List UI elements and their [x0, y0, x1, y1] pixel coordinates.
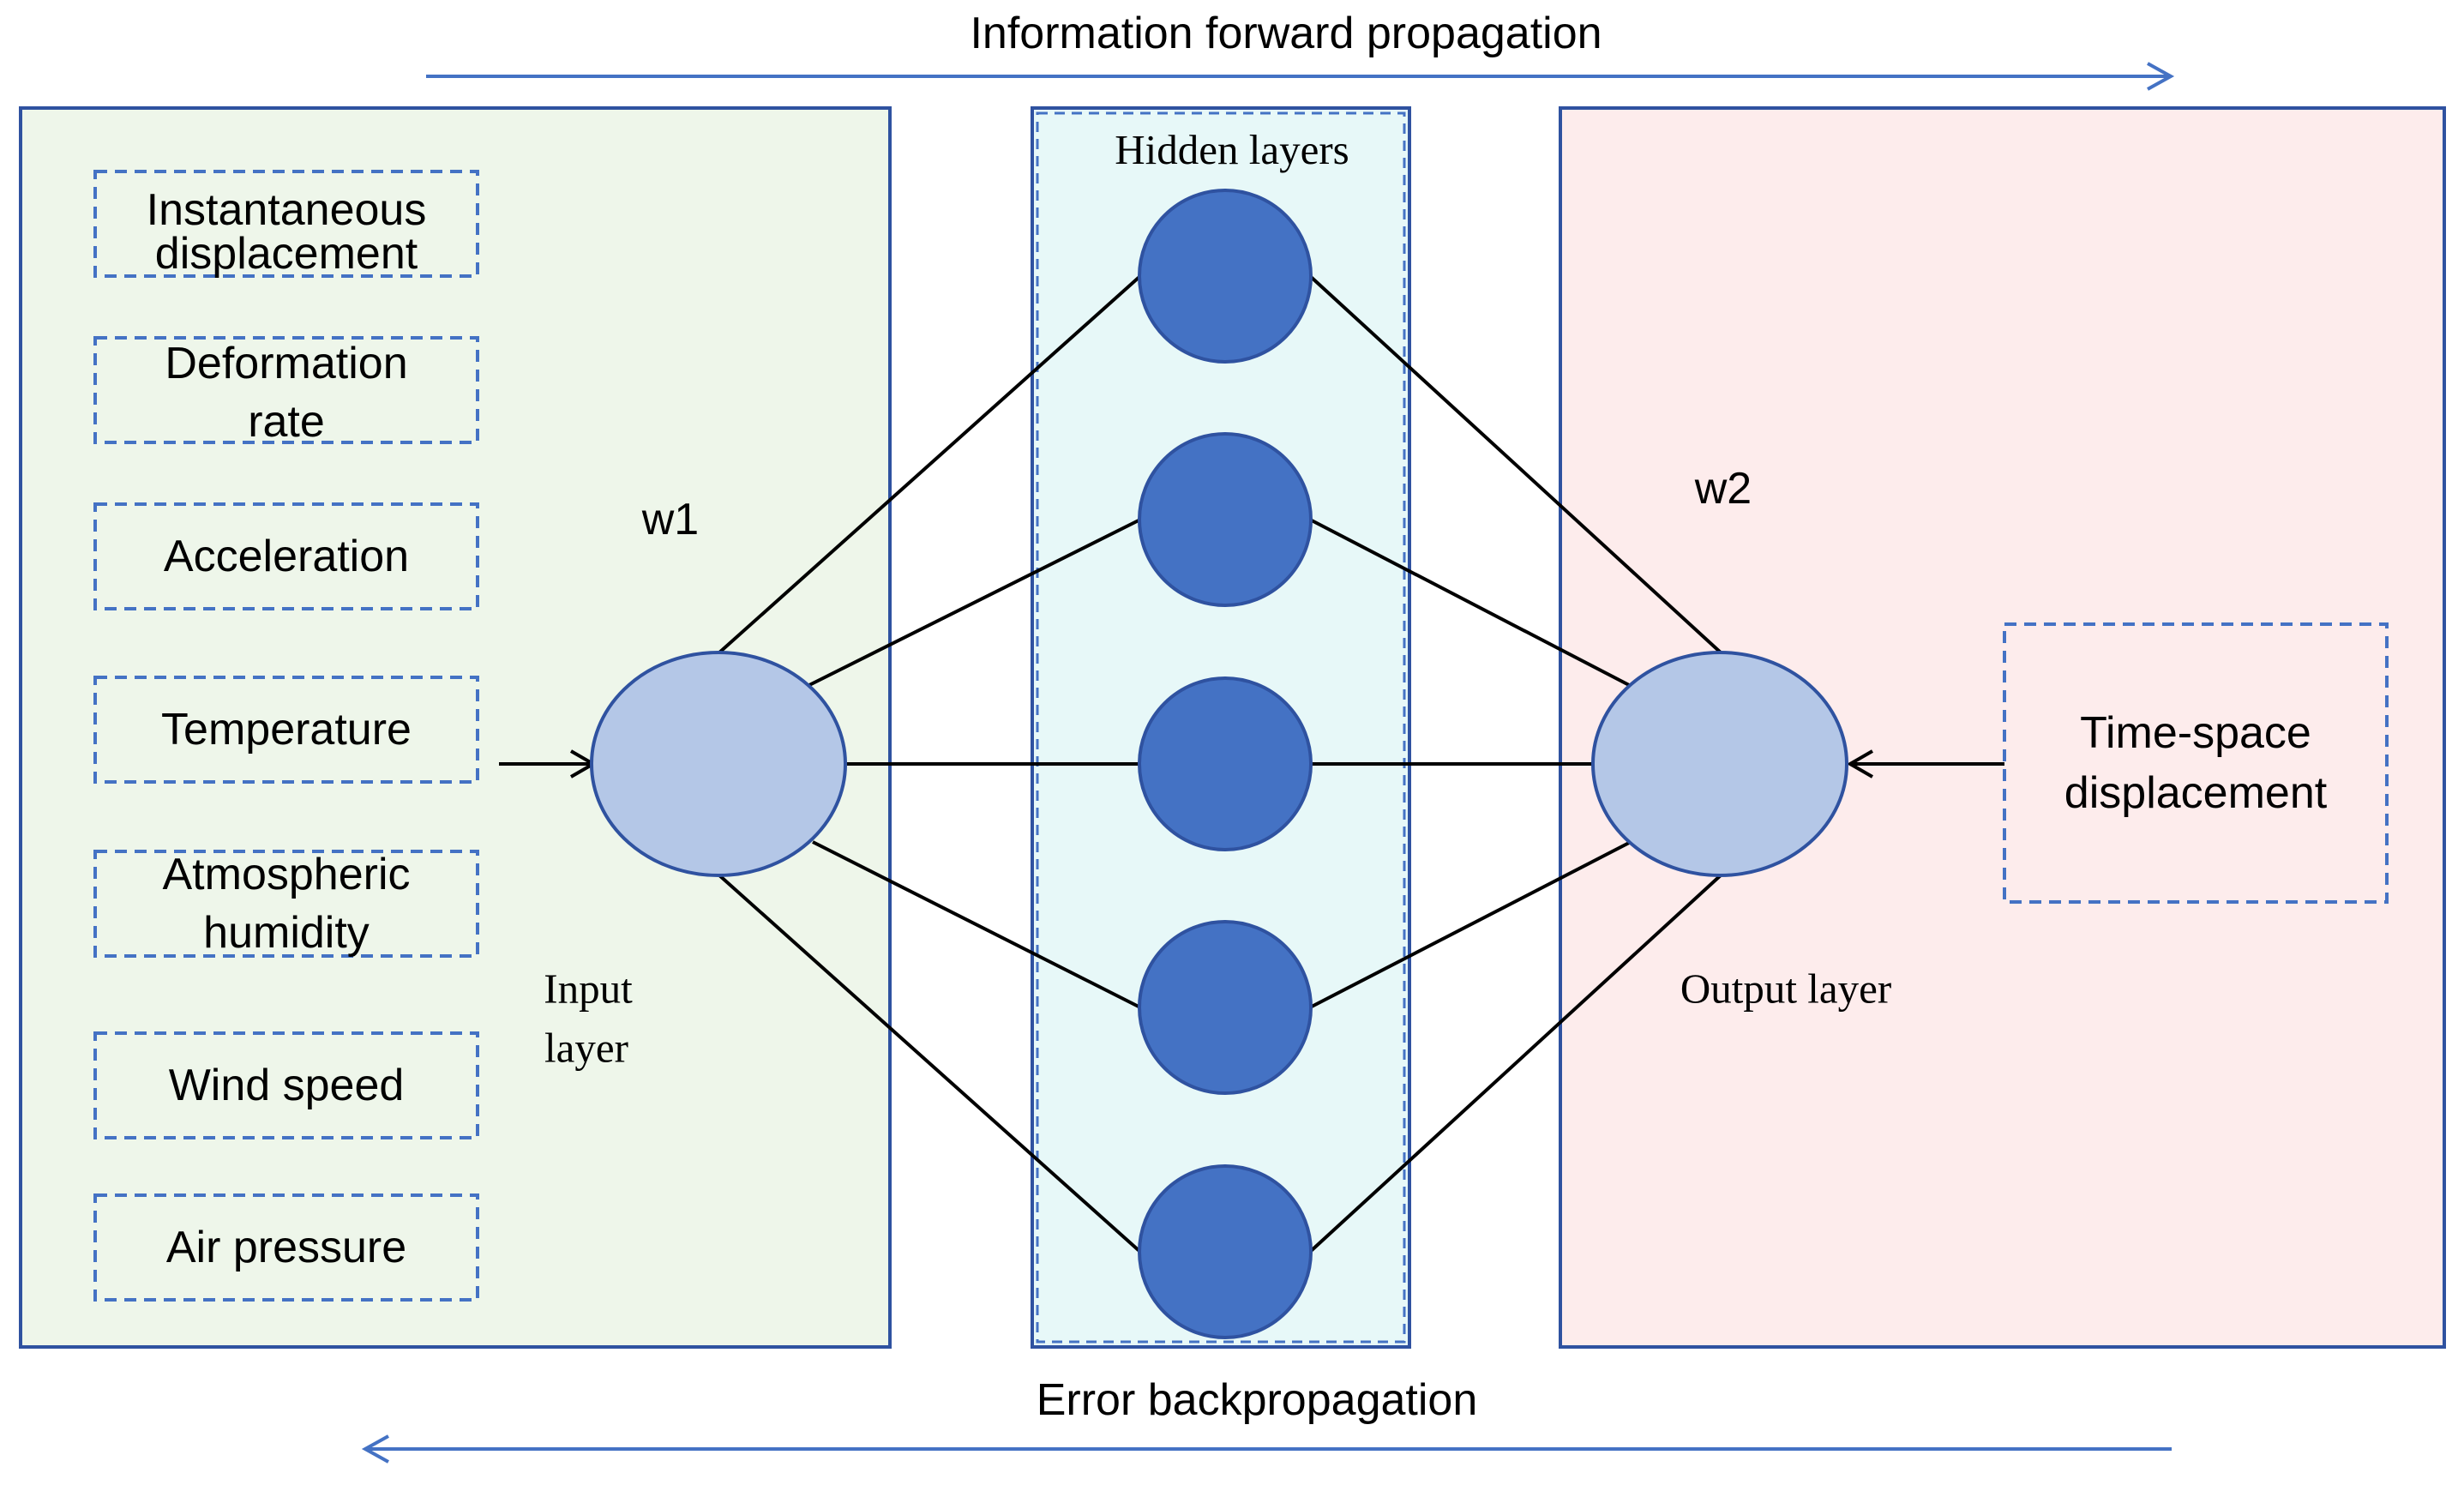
hidden-layers-panel-dashed-border: [1036, 111, 1406, 1344]
output-layer-node: [1591, 651, 1848, 877]
input-feature-box: [93, 170, 479, 278]
input-feature-label-line2: rate: [248, 397, 325, 447]
input-feature-label-line2: humidity: [203, 908, 370, 958]
output-layer-label: Output layer: [1680, 965, 1891, 1013]
output-feature-label-line1: Time-space: [2080, 708, 2311, 758]
connection-input-hidden-5: [717, 873, 1142, 1254]
connection-input-hidden-4: [812, 840, 1141, 1009]
w1-weight-label: w1: [641, 495, 699, 544]
forward-arrowhead: [2147, 62, 2175, 91]
connection-hidden-output-1: [1308, 274, 1723, 655]
hidden-node-4: [1138, 920, 1313, 1095]
input-feature-box: [93, 676, 479, 784]
hidden-node-1: [1138, 189, 1313, 364]
backward-arrowhead: [361, 1434, 389, 1464]
input-feature-box: [93, 1193, 479, 1302]
input-feature-label-line2: displacement: [155, 229, 418, 279]
backpropagation-label: Error backpropagation: [1037, 1375, 1478, 1425]
output-to-node-arrow: [1846, 749, 2004, 779]
input-layer-node: [590, 651, 847, 877]
input-feature-wind-speed: Wind speed: [93, 1031, 479, 1139]
input-layer-label-line1: Input: [544, 965, 633, 1013]
input-feature-instantaneous-displacement: Instantaneous displacement: [93, 170, 479, 279]
input-feature-atmospheric-humidity: Atmospheric humidity: [93, 850, 479, 958]
backpropagation-arrow: [361, 1434, 2172, 1464]
input-feature-label: Temperature: [161, 705, 412, 755]
input-feature-label-line1: Instantaneous: [147, 185, 427, 235]
output-feature-label-line2: displacement: [2064, 768, 2328, 818]
input-feature-label: Wind speed: [169, 1061, 405, 1110]
input-feature-acceleration: Acceleration: [93, 502, 479, 610]
connection-hidden-output-5: [1308, 873, 1723, 1254]
output-feature-box: [2003, 622, 2389, 904]
input-feature-box: [93, 336, 479, 444]
input-feature-temperature: Temperature: [93, 676, 479, 784]
hidden-nodes: [1138, 189, 1313, 1339]
output-arrowhead: [1846, 749, 1873, 779]
input-feature-label: Acceleration: [164, 532, 409, 581]
input-feature-label: Air pressure: [166, 1223, 406, 1272]
hidden-node-3: [1138, 676, 1313, 851]
input-feature-deformation-rate: Deformation rate: [93, 336, 479, 447]
connection-hidden-output-4: [1309, 840, 1632, 1009]
input-feature-label-line1: Deformation: [165, 339, 407, 388]
hidden-layers-title: Hidden layers: [1115, 126, 1349, 173]
w2-weight-label: w2: [1694, 464, 1752, 514]
forward-propagation-label: Information forward propagation: [970, 9, 1602, 58]
input-layer-label-line2: layer: [544, 1025, 628, 1072]
hidden-node-2: [1138, 432, 1313, 607]
connection-input-hidden-1: [717, 274, 1142, 655]
forward-propagation-arrow: [426, 62, 2175, 91]
input-feature-label-line1: Atmospheric: [163, 850, 411, 899]
input-feature-air-pressure: Air pressure: [93, 1193, 479, 1302]
connection-hidden-output-2: [1309, 518, 1632, 688]
input-feature-box: [93, 850, 479, 958]
input-feature-box: [93, 502, 479, 610]
hidden-node-5: [1138, 1164, 1313, 1339]
hidden-to-output-connections: [1308, 274, 1723, 1254]
output-feature-time-space-displacement: Time-space displacement: [2003, 622, 2389, 904]
connection-input-hidden-2: [807, 518, 1141, 688]
input-to-hidden-connections: [717, 274, 1142, 1254]
input-feature-box: [93, 1031, 479, 1139]
